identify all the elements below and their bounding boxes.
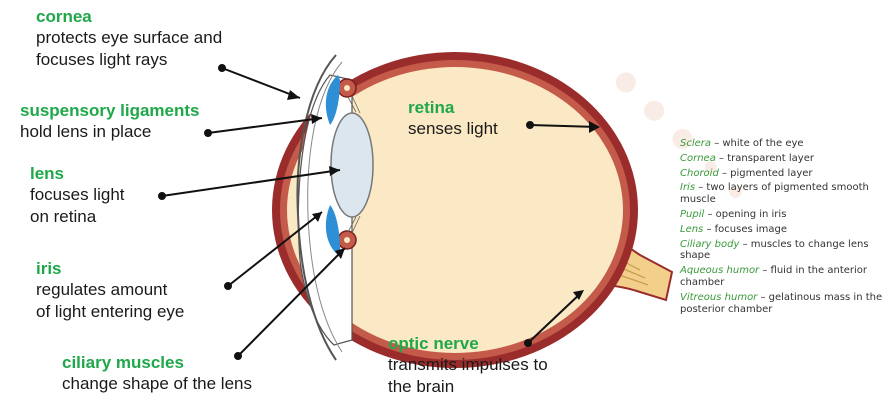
label-lens-title: lens (30, 163, 125, 184)
legend-item: Lens – focuses image (680, 224, 890, 236)
legend-def: – white of the eye (711, 138, 804, 149)
legend-item: Sclera – white of the eye (680, 138, 890, 150)
label-iris-title: iris (36, 258, 184, 279)
label-suspensory-title: suspensory ligaments (20, 100, 200, 121)
legend-def: – focuses image (703, 224, 787, 235)
label-lens: lens focuses light on retina (30, 163, 125, 227)
arrow-lens-dot (159, 193, 165, 199)
label-optic-nerve: optic nerve transmits impulses to the br… (388, 333, 548, 397)
legend-item: Ciliary body – muscles to change lens sh… (680, 239, 890, 263)
legend: Sclera – white of the eye Cornea – trans… (680, 138, 890, 318)
label-cornea-desc-1: protects eye surface and (36, 27, 222, 48)
legend-def: – transparent layer (716, 153, 814, 164)
legend-item: Iris – two layers of pigmented smooth mu… (680, 182, 890, 206)
label-iris: iris regulates amount of light entering … (36, 258, 184, 322)
arrow-cornea (222, 68, 300, 98)
legend-def: – pigmented layer (719, 168, 813, 179)
label-lens-desc-1: focuses light (30, 184, 125, 205)
label-suspensory-ligaments: suspensory ligaments hold lens in place (20, 100, 200, 143)
legend-term: Cornea (680, 153, 716, 164)
label-iris-desc-2: of light entering eye (36, 301, 184, 322)
legend-item: Cornea – transparent layer (680, 153, 890, 165)
label-retina-desc-1: senses light (408, 118, 498, 139)
label-optic-desc-1: transmits impulses to (388, 354, 548, 375)
label-retina-title: retina (408, 97, 498, 118)
arrowhead-cornea (287, 90, 300, 100)
label-suspensory-desc-1: hold lens in place (20, 121, 200, 142)
legend-term: Lens (680, 224, 703, 235)
label-optic-title: optic nerve (388, 333, 548, 354)
label-ciliary-title: ciliary muscles (62, 352, 252, 373)
legend-term: Aqueous humor (680, 265, 759, 276)
legend-term: Pupil (680, 209, 704, 220)
legend-term: Choroid (680, 168, 719, 179)
arrow-suspensory-dot (205, 130, 211, 136)
legend-def: – opening in iris (704, 209, 786, 220)
arrow-retina-dot (527, 122, 533, 128)
legend-term: Iris (680, 182, 695, 193)
legend-item: Vitreous humor – gelatinous mass in the … (680, 292, 890, 316)
legend-term: Sclera (680, 138, 711, 149)
label-optic-desc-2: the brain (388, 376, 548, 397)
arrow-iris-dot (225, 283, 231, 289)
label-cornea-desc-2: focuses light rays (36, 49, 222, 70)
label-cornea-title: cornea (36, 6, 222, 27)
ciliary-dot-top (344, 85, 350, 91)
lens-shape (331, 113, 373, 217)
legend-item: Aqueous humor – fluid in the anterior ch… (680, 265, 890, 289)
legend-item: Pupil – opening in iris (680, 209, 890, 221)
label-ciliary-desc-1: change shape of the lens (62, 373, 252, 394)
legend-def: – two layers of pigmented smooth muscle (680, 182, 869, 205)
legend-term: Ciliary body (680, 239, 739, 250)
ciliary-dot-bottom (344, 237, 350, 243)
label-lens-desc-2: on retina (30, 206, 125, 227)
label-cornea: cornea protects eye surface and focuses … (36, 6, 222, 70)
legend-item: Choroid – pigmented layer (680, 168, 890, 180)
label-ciliary-muscles: ciliary muscles change shape of the lens (62, 352, 252, 395)
legend-term: Vitreous humor (680, 292, 757, 303)
label-retina: retina senses light (408, 97, 498, 140)
label-iris-desc-1: regulates amount (36, 279, 184, 300)
